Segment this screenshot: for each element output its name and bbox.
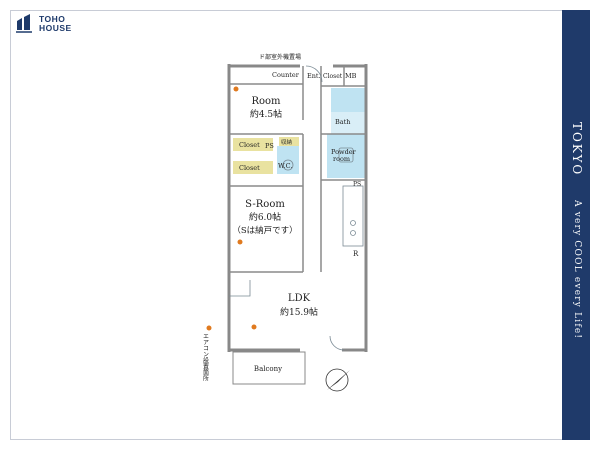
sroom-note: （Sは納戸です） [232, 225, 297, 236]
washbasin-icon [338, 147, 354, 163]
room-size: 約4.5帖 [250, 108, 282, 120]
room-label: Room [251, 96, 281, 107]
balcony-label: Balcony [254, 365, 282, 373]
bath-label: Bath [335, 118, 350, 126]
side-band [562, 10, 590, 440]
sroom-size: 約6.0帖 [249, 211, 281, 223]
refrigerator-label: R [353, 250, 359, 258]
kitchen-counter [342, 185, 364, 247]
exterior-walls [227, 64, 368, 352]
outlet-dot [233, 86, 239, 92]
storage-area [279, 137, 299, 146]
counter-label: Counter [272, 71, 300, 79]
wc-label: W.C. [278, 162, 292, 170]
closet-1-label: Closet [239, 141, 260, 149]
ps-label-1: PS [265, 142, 274, 150]
sroom-label: S-Room [245, 199, 285, 210]
ldk-label: LDK [288, 293, 311, 304]
closet-2-label: Closet [239, 164, 260, 172]
stove-burner-icon [350, 230, 356, 236]
brand-logo: TOHO HOUSE [14, 14, 72, 34]
top-note: ド部室外機置場 [259, 53, 301, 61]
door-swing [229, 280, 251, 297]
balcony-outline [232, 351, 306, 385]
balcony-door-swing [329, 335, 345, 351]
aircon-outlets [206, 86, 257, 331]
stove-burner-icon [350, 220, 356, 226]
outlet-dot [237, 239, 243, 245]
compass-north-icon [325, 368, 350, 392]
brand-name-line2: HOUSE [39, 23, 72, 33]
outlet-dot [251, 324, 257, 330]
legend-outlet-dot [206, 325, 212, 331]
powder-room-area [327, 134, 365, 178]
interior-walls [229, 66, 366, 273]
fixtures [229, 65, 364, 351]
toilet-icon [282, 159, 294, 171]
mb-label: MB [345, 72, 357, 80]
toho-logo-icon [16, 14, 32, 33]
closet-1-area [233, 138, 273, 151]
entrance-closet-label: Closet [323, 73, 343, 80]
powder-room-label-line1: Powder [331, 148, 357, 156]
entrance-label: Ent. [307, 72, 321, 80]
brand-name-line1: TOHO [39, 14, 66, 24]
bathtub [331, 88, 365, 112]
ps-label-2: PS [353, 181, 361, 188]
closet-2-area [233, 161, 273, 174]
storage-label: 収納 [281, 138, 293, 146]
ldk-size: 約15.9帖 [280, 306, 318, 318]
aircon-location-note: エアコン設置箇所 [202, 333, 209, 382]
entrance-door-swing [305, 65, 323, 83]
powder-room-label-line2: room [333, 155, 350, 163]
